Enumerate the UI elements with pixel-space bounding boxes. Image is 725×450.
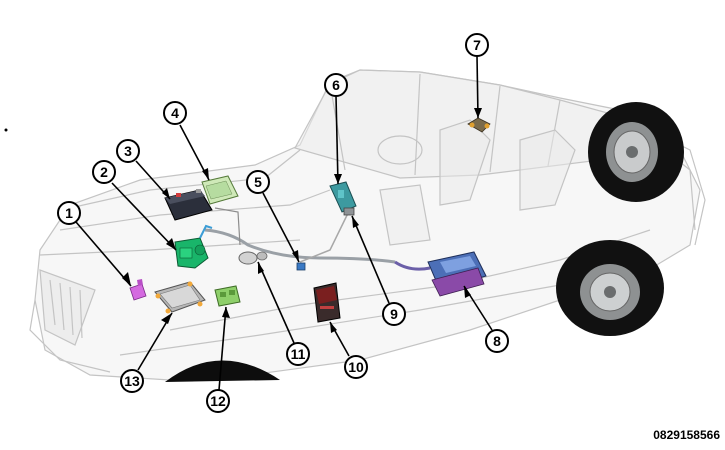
leader-9	[351, 215, 390, 304]
callout-11-label: 11	[291, 346, 306, 362]
leader-5	[262, 192, 300, 263]
leader-1	[75, 221, 132, 287]
component-9-grey-connector	[343, 207, 355, 216]
callout-1: 1	[57, 201, 81, 225]
arrowhead-1	[122, 272, 131, 286]
component-5-blue-sensor	[296, 262, 306, 271]
callout-13-label: 13	[124, 373, 140, 389]
callout-4: 4	[163, 101, 187, 125]
leader-11	[257, 261, 295, 344]
rear-upper-wheel	[588, 102, 684, 202]
callout-13: 13	[120, 369, 144, 393]
stray-dot	[4, 128, 8, 132]
callout-9: 9	[382, 302, 406, 326]
leader-2	[111, 182, 177, 251]
callout-9-label: 9	[390, 306, 398, 322]
rear-lower-wheel	[556, 240, 664, 336]
callout-5: 5	[246, 170, 270, 194]
arrowhead-11	[258, 262, 264, 274]
arrowhead-10	[330, 322, 337, 333]
component-6-teal-module	[329, 181, 357, 213]
leader-12	[218, 306, 227, 391]
arrowhead-13	[161, 313, 172, 324]
arrowhead-8	[464, 286, 471, 298]
callout-3: 3	[116, 139, 140, 163]
arrowhead-3	[162, 188, 170, 199]
arrowhead-9	[352, 216, 359, 228]
leader-arrowheads	[122, 108, 482, 333]
arrowhead-5	[292, 250, 299, 262]
callout-2-label: 2	[100, 164, 108, 180]
arrowhead-7	[474, 108, 482, 118]
arrowhead-12	[222, 307, 230, 318]
leader-7	[476, 55, 479, 119]
arrowhead-4	[202, 168, 209, 180]
front-wheel	[165, 360, 280, 382]
callout-11: 11	[286, 342, 310, 366]
leader-6	[335, 95, 339, 185]
wiring-harness	[204, 204, 431, 271]
component-3-battery	[164, 189, 213, 221]
callout-6-label: 6	[332, 77, 340, 93]
callout-3-label: 3	[124, 143, 132, 159]
callout-12-label: 12	[210, 393, 226, 409]
callout-5-label: 5	[254, 174, 262, 190]
arrowhead-6	[334, 174, 342, 184]
component-7-roof-sensor	[467, 117, 491, 133]
callout-2: 2	[92, 160, 116, 184]
callout-12: 12	[206, 389, 230, 413]
component-2-green-pump	[174, 224, 213, 269]
component-12-green-module	[214, 285, 241, 307]
callout-6: 6	[324, 73, 348, 97]
callout-8: 8	[485, 329, 509, 353]
component-1-pink-module	[129, 279, 147, 301]
callout-10-label: 10	[348, 359, 364, 375]
component-4-control-box	[201, 175, 239, 205]
component-13-ecu-box	[154, 281, 206, 314]
callout-7-label: 7	[473, 37, 481, 53]
callout-1-label: 1	[65, 205, 73, 221]
callout-8-label: 8	[493, 333, 501, 349]
figure-reference-id: 0829158566	[653, 428, 720, 442]
component-10-dark-module	[313, 282, 341, 323]
callout-4-label: 4	[171, 105, 179, 121]
arrowhead-2	[166, 238, 176, 250]
component-11-pipe-fitting	[238, 251, 268, 265]
callout-10: 10	[344, 355, 368, 379]
callout-7: 7	[465, 33, 489, 57]
component-8-rear-unit	[427, 251, 487, 297]
